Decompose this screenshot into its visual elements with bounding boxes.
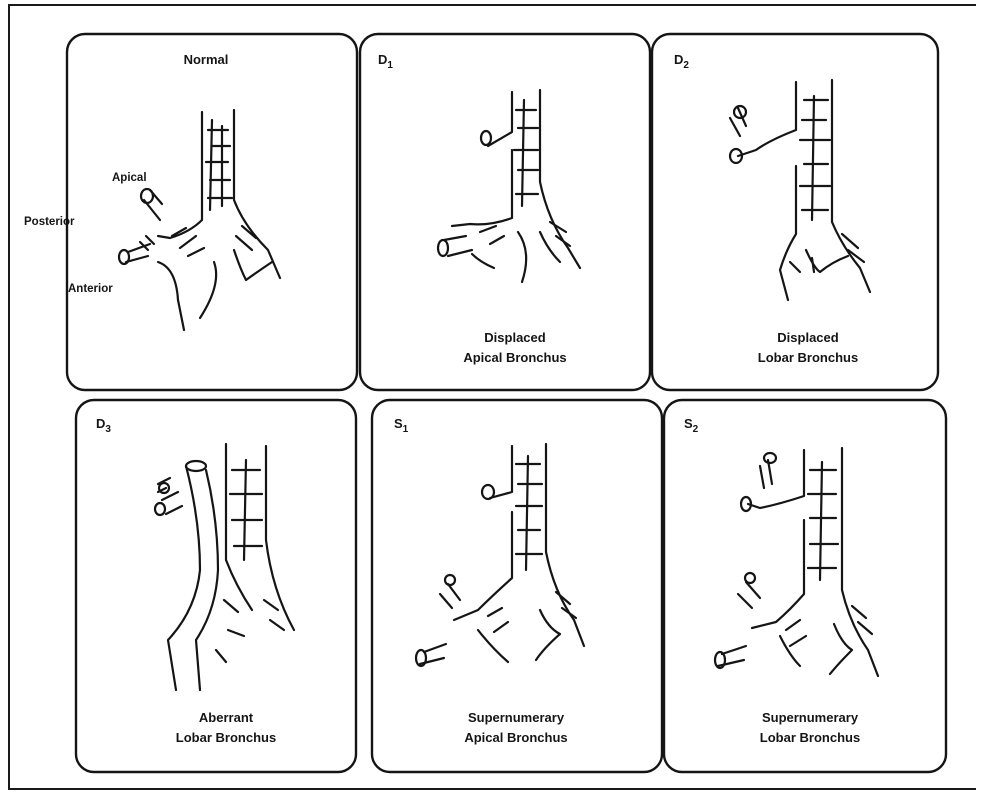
panel-d1-caption-line2: Apical Bronchus <box>463 350 566 365</box>
label-anterior: Anterior <box>68 283 113 295</box>
panel-d3: D3 Aberrant Lobar Bronchus <box>76 400 356 772</box>
panel-d2-title: D2 <box>674 52 689 71</box>
panel-d1-caption-line1: Displaced <box>484 330 545 345</box>
panel-d3-title: D3 <box>96 416 111 435</box>
panel-normal-title: Normal <box>184 52 229 67</box>
normal-bronchial-tree-drawing <box>119 110 280 330</box>
d1-bronchial-tree-drawing <box>438 90 580 282</box>
panel-s2-caption-line1: Supernumerary <box>762 710 859 725</box>
panel-d2-caption-line2: Lobar Bronchus <box>758 350 858 365</box>
label-apical: Apical <box>112 172 147 184</box>
panel-s1-caption-line2: Apical Bronchus <box>464 730 567 745</box>
panel-s1-caption-line1: Supernumerary <box>468 710 565 725</box>
s1-bronchial-tree-drawing <box>416 444 584 666</box>
panel-d2: D2 Displaced Lobar Bronchus <box>652 34 938 390</box>
panel-d3-caption-line1: Aberrant <box>199 710 254 725</box>
panel-s1-title: S1 <box>394 416 409 435</box>
panel-d1-title: D1 <box>378 52 393 71</box>
panel-d1: D1 Displaced Apical Bronchus <box>360 34 650 390</box>
panel-normal: Normal Apical Posterior Anterior <box>24 34 357 390</box>
panel-s2: S2 Supernumerary Lobar Bronchus <box>664 400 946 772</box>
d2-bronchial-tree-drawing <box>730 80 870 300</box>
s2-bronchial-tree-drawing <box>715 448 878 676</box>
panel-s2-title: S2 <box>684 416 699 435</box>
d3-bronchial-tree-drawing <box>155 444 294 690</box>
panel-s1: S1 Supernumerary Apical Bronchus <box>372 400 662 772</box>
panel-d3-caption-line2: Lobar Bronchus <box>176 730 276 745</box>
panel-s2-caption-line2: Lobar Bronchus <box>760 730 860 745</box>
panel-d2-caption-line1: Displaced <box>777 330 838 345</box>
label-posterior: Posterior <box>24 216 75 228</box>
